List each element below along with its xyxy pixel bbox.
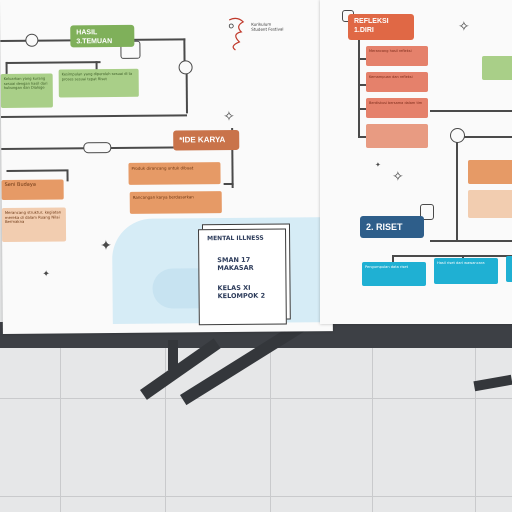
book-title: MENTAL ILLNESS xyxy=(207,234,264,243)
riset-label: 2. RISET xyxy=(366,222,403,232)
cyan-note-partial xyxy=(506,256,512,282)
orange-note: Produk dirancang untuk dibuat xyxy=(128,162,221,185)
left-poster: HASIL 3.TEMUAN Kurikulum Student Festiva… xyxy=(0,0,333,334)
sparkle-icon: ✧ xyxy=(458,19,470,35)
orange-note-partial xyxy=(468,160,512,184)
red-note: Berdiskusi bersama dalam tim xyxy=(366,98,428,118)
connector-node xyxy=(178,60,193,75)
sparkle-icon: ✧ xyxy=(222,108,235,126)
peach-note-partial xyxy=(468,190,512,218)
book-school: SMAN 17 MAKASAR xyxy=(217,255,254,273)
riset-header: 2. RISET xyxy=(360,216,424,238)
cyan-note: Pengumpulan data riset xyxy=(362,262,426,286)
refleksi-label: REFLEKSI 1.DIRI xyxy=(354,18,389,34)
right-poster: REFLEKSI 1.DIRI Merancang hasil refleksi… xyxy=(320,0,512,324)
festival-logo: Kurikulum Student Festival xyxy=(225,16,285,57)
connector-node xyxy=(25,33,39,47)
red-note: Kemampuan dan refleksi xyxy=(366,72,428,92)
connector-node xyxy=(420,204,434,220)
green-note: Keluarkan yang kurang sesuai dengan hasi… xyxy=(0,73,53,108)
connector-node xyxy=(83,142,112,154)
peach-note xyxy=(366,124,428,148)
easel-leg xyxy=(168,340,178,370)
orange-note: Seni Budaya xyxy=(1,179,64,200)
sparkle-icon: ✦ xyxy=(375,161,381,169)
festival-logo-text: Kurikulum Student Festival xyxy=(251,21,284,32)
sparkle-icon: ✦ xyxy=(100,238,112,255)
sparkle-icon: ✧ xyxy=(392,169,404,185)
hasil-temuan-header: HASIL 3.TEMUAN xyxy=(70,24,135,48)
ide-karya-header: *IDE KARYA xyxy=(173,129,240,151)
refleksi-header: REFLEKSI 1.DIRI xyxy=(348,14,414,40)
green-note: Kesimpulan yang diperoleh sesuai di ta p… xyxy=(58,68,139,98)
cyan-note: Hasil riset dari wawancara xyxy=(434,258,498,284)
peach-note: Merancang struktur, kegiatan mereka di d… xyxy=(1,207,67,242)
hasil-temuan-label: HASIL 3.TEMUAN xyxy=(76,29,113,46)
red-note: Merancang hasil refleksi xyxy=(366,46,428,66)
book-group: KELOMPOK 2 xyxy=(217,291,266,301)
orange-note: Rancangan karya berdasarkan xyxy=(129,191,222,214)
ide-karya-label: *IDE KARYA xyxy=(179,135,226,145)
connector-node xyxy=(450,128,465,143)
sparkle-icon: ✦ xyxy=(42,269,50,280)
green-note-partial xyxy=(482,56,512,80)
